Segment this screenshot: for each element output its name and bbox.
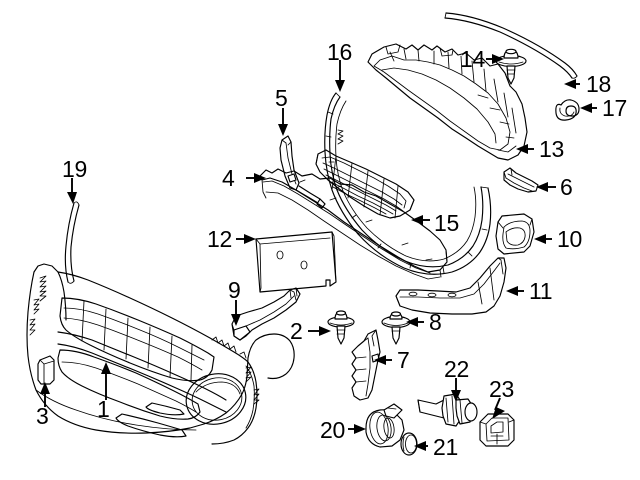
callout-label-2: 2 xyxy=(290,318,303,344)
callout-label-23: 23 xyxy=(489,376,514,402)
part-1-front-bumper-cover xyxy=(26,263,295,445)
part-3-insert-plug xyxy=(37,355,55,385)
part-21-retaining-ring xyxy=(400,432,418,456)
callout-label-17: 17 xyxy=(602,95,627,121)
callout-label-15: 15 xyxy=(434,210,459,236)
part-14-fastener xyxy=(495,48,527,85)
callout-label-10: 10 xyxy=(557,226,582,252)
callout-label-18: 18 xyxy=(586,71,611,97)
part-23-connector-housing xyxy=(479,413,515,447)
part-18-upper-trim-strip xyxy=(444,12,578,79)
part-2-push-pin-clip xyxy=(327,310,355,345)
callout-label-19: 19 xyxy=(62,156,87,182)
part-17-spring-clip xyxy=(555,99,580,121)
callout-label-4: 4 xyxy=(222,165,235,191)
callout-label-20: 20 xyxy=(320,417,345,443)
part-7-side-support-bracket xyxy=(351,329,381,401)
callout-label-22: 22 xyxy=(444,356,469,382)
part-20-park-assist-sensor xyxy=(365,403,405,448)
callout-label-11: 11 xyxy=(529,278,553,304)
callout-label-13: 13 xyxy=(539,136,564,162)
part-22-temperature-sensor xyxy=(417,393,478,427)
part-11-spoiler-end-trim xyxy=(395,257,507,315)
callout-label-6: 6 xyxy=(560,174,573,200)
callout-label-7: 7 xyxy=(397,347,410,373)
callout-label-21: 21 xyxy=(433,434,458,460)
part-15-lower-grille xyxy=(315,149,415,219)
part-12-license-plate-bracket xyxy=(255,231,337,293)
part-6-lamp-bracket xyxy=(503,167,539,193)
callout-label-8: 8 xyxy=(429,309,442,335)
callout-label-16: 16 xyxy=(327,39,352,65)
part-4-upper-valance xyxy=(259,168,448,280)
part-19-side-molding xyxy=(64,201,80,284)
part-9-air-duct xyxy=(231,287,301,341)
leader-lines xyxy=(40,54,597,451)
callout-label-14: 14 xyxy=(460,46,485,72)
part-8-retainer-grommet xyxy=(381,311,411,345)
callout-label-9: 9 xyxy=(228,277,241,303)
callout-label-3: 3 xyxy=(36,403,49,429)
callout-label-12: 12 xyxy=(207,226,232,252)
callout-label-5: 5 xyxy=(275,85,288,111)
callout-label-1: 1 xyxy=(97,396,110,422)
part-13-lamp-assembly xyxy=(367,43,528,161)
part-10-tow-hook-cover xyxy=(495,213,535,255)
